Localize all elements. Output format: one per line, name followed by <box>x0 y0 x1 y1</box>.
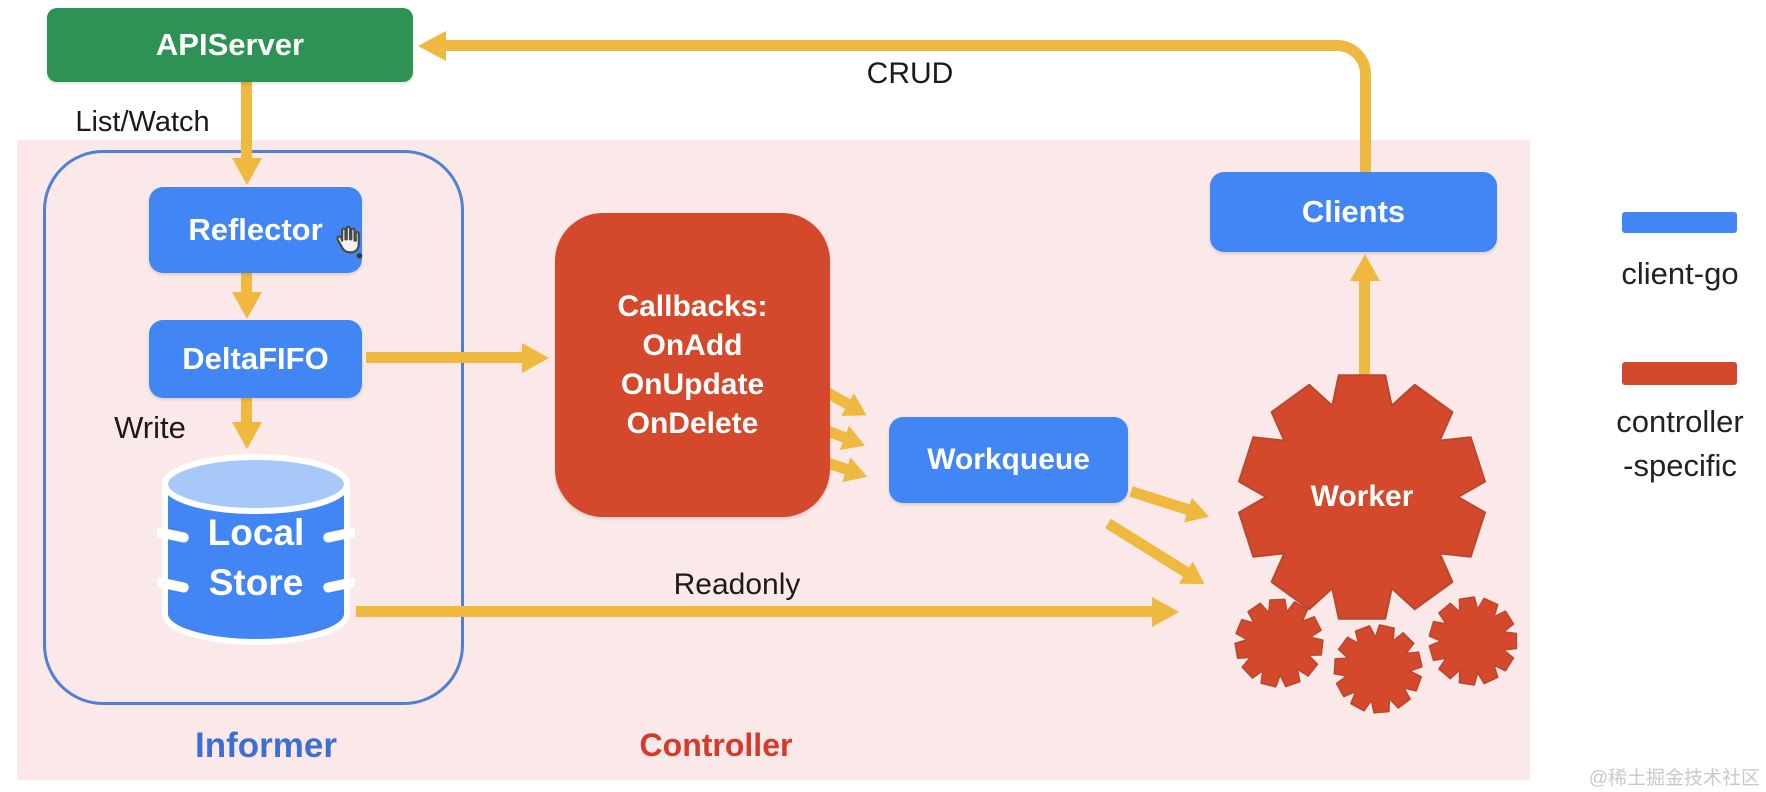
legend-controller-specific-swatch <box>1622 362 1737 385</box>
crud-label: CRUD <box>866 57 954 90</box>
arrow-clients-to-apiserver-h <box>446 40 1332 51</box>
arrowhead <box>232 422 262 449</box>
legend-controller-specific-line1: controller <box>1616 404 1744 439</box>
cylinder-tick <box>157 527 189 543</box>
callbacks-node: Callbacks: OnAdd OnUpdate OnDelete <box>555 213 830 517</box>
arrowhead <box>522 343 549 373</box>
list-watch-label: List/Watch <box>75 106 210 138</box>
hand-cursor-icon <box>330 224 364 260</box>
legend-client-go-label: client-go <box>1621 256 1739 291</box>
deltafifo-label: DeltaFIFO <box>182 341 329 376</box>
arrow-worker-to-clients <box>1359 280 1370 378</box>
callbacks-line-1: Callbacks: <box>617 290 768 323</box>
clients-label: Clients <box>1301 194 1406 229</box>
arrowhead <box>1350 254 1380 281</box>
legend-client-go-swatch <box>1622 212 1737 233</box>
controller-region-label: Controller <box>639 727 793 763</box>
reflector-node: Reflector <box>149 187 362 273</box>
workqueue-label: Workqueue <box>927 443 1090 476</box>
local-store-label: Local Store <box>157 508 355 608</box>
legend-controller-specific-line2: -specific <box>1623 448 1737 483</box>
apiserver-label: APIServer <box>155 27 305 62</box>
arrowhead <box>232 292 262 319</box>
apiserver-node: APIServer <box>47 8 413 82</box>
callbacks-line-2: OnAdd <box>642 329 743 362</box>
local-store-cylinder <box>157 450 355 650</box>
informer-group-outline <box>43 150 464 705</box>
legend-controller-specific-label: controller -specific <box>1590 400 1766 488</box>
callbacks-line-3: OnUpdate <box>620 368 765 401</box>
workqueue-node: Workqueue <box>889 417 1128 503</box>
arrow-apiserver-to-reflector <box>241 82 252 160</box>
arrow-localstore-to-worker <box>356 606 1152 617</box>
write-label: Write <box>114 410 186 445</box>
arrow-clients-to-apiserver-corner <box>1330 40 1371 83</box>
arrowhead <box>1152 597 1179 627</box>
readonly-label: Readonly <box>673 568 801 601</box>
reflector-label: Reflector <box>188 212 323 247</box>
local-store-label-line2: Store <box>208 562 304 603</box>
arrowhead <box>418 31 446 61</box>
callbacks-line-4: OnDelete <box>626 407 759 440</box>
arrow-clients-to-apiserver-v <box>1360 78 1371 172</box>
arrowhead <box>232 158 262 185</box>
watermark: @稀土掘金技术社区 <box>1588 768 1760 789</box>
arrow-deltafifo-to-localstore <box>241 397 252 424</box>
clients-node: Clients <box>1210 172 1497 252</box>
informer-region-label: Informer <box>195 726 337 765</box>
deltafifo-node: DeltaFIFO <box>149 320 362 398</box>
arrow-deltafifo-to-callbacks <box>366 352 522 363</box>
local-store-label-line1: Local <box>207 512 305 553</box>
worker-label: Worker <box>1310 480 1414 513</box>
arrow-reflector-to-deltafifo <box>241 272 252 294</box>
